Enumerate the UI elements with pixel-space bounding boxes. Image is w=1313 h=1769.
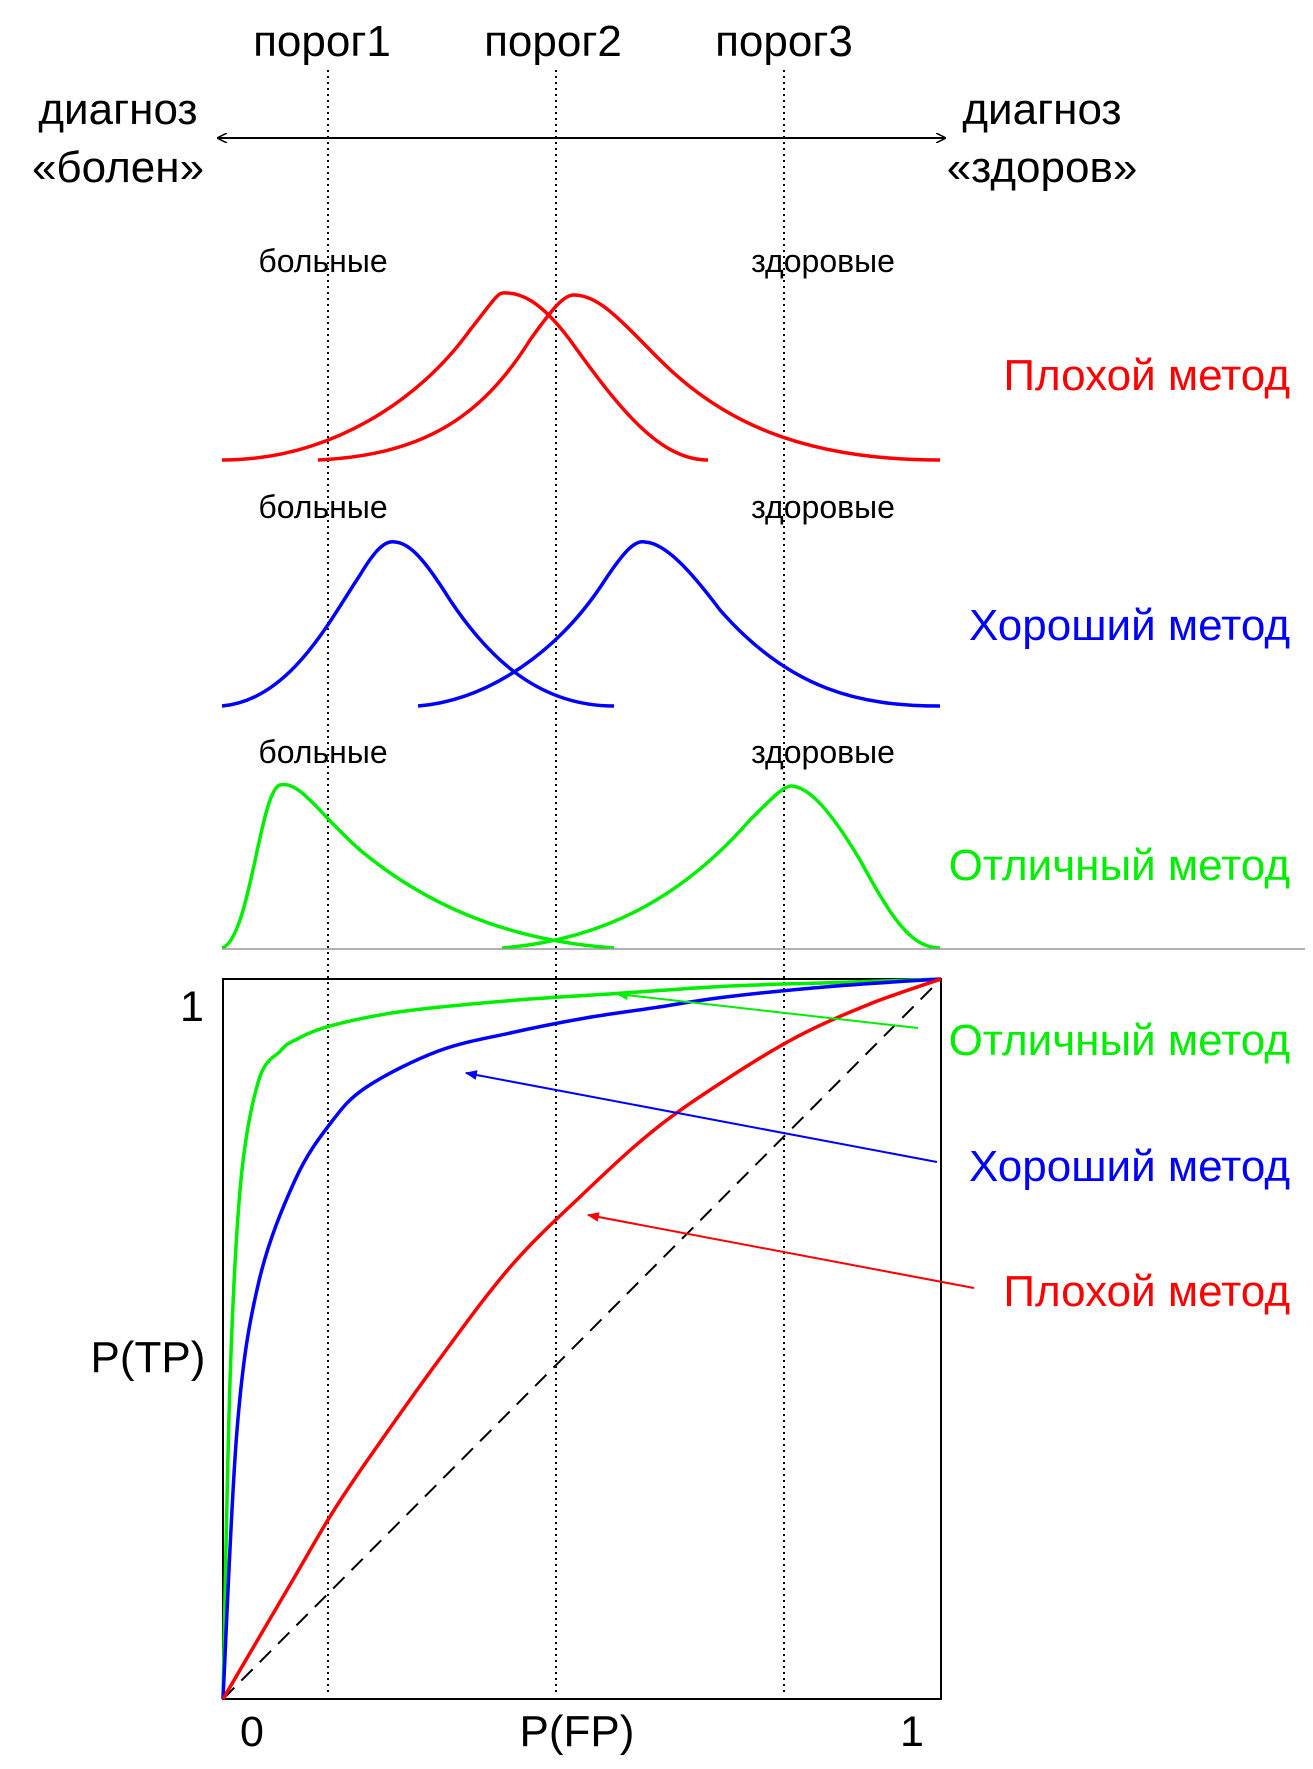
excellent-healthy-curve [501, 784, 941, 950]
direction-right-line2: «здоров» [947, 143, 1138, 192]
roc-tick-x-left: 0 [240, 1708, 264, 1756]
excellent-method-label-roc: Отличный метод [949, 1016, 1290, 1065]
roc-plot-frame [222, 978, 942, 1700]
bad-healthy-label: здоровые [751, 243, 895, 279]
threshold-label-3: порог3 [715, 17, 853, 66]
roc-x-axis-label: P(FP) [520, 1707, 635, 1756]
good-healthy-curve [417, 540, 941, 708]
direction-left-line1: диагноз [38, 85, 197, 134]
good-pointer [464, 1070, 938, 1163]
excellent-healthy-label: здоровые [751, 734, 895, 770]
roc-diagonal [222, 978, 942, 1700]
direction-left-line2: «болен» [32, 143, 204, 192]
roc-curve-bad [221, 977, 942, 1700]
bad-method-label-roc: Плохой метод [1003, 1267, 1290, 1316]
excellent-sick-curve [221, 782, 615, 950]
roc-y-axis-label: P(TP) [91, 1333, 206, 1382]
roc-tick-y-top: 1 [180, 983, 204, 1031]
bad-pointer [586, 1212, 975, 1289]
good-healthy-label: здоровые [751, 489, 895, 525]
good-method-label-roc: Хороший метод [969, 1142, 1290, 1191]
excellent-sick-label: больные [258, 734, 387, 770]
good-sick-curve [221, 540, 615, 708]
threshold-label-2: порог2 [484, 17, 622, 66]
excellent-pointer [615, 990, 919, 1029]
bad-sick-curve [221, 291, 709, 462]
bad-method-label-top: Плохой метод [1003, 351, 1290, 400]
roc-tick-x-right: 1 [900, 1708, 924, 1756]
bad-sick-label: больные [258, 243, 387, 279]
direction-right-line1: диагноз [962, 85, 1121, 134]
roc-curve-excellent [221, 977, 942, 1700]
roc-curve-good [221, 977, 942, 1700]
excellent-method-label-top: Отличный метод [949, 841, 1290, 890]
good-sick-label: больные [258, 489, 387, 525]
roc-curves [221, 977, 942, 1700]
threshold-label-1: порог1 [253, 17, 391, 66]
good-method-label-top: Хороший метод [969, 601, 1290, 650]
bad-healthy-curve [317, 293, 941, 462]
